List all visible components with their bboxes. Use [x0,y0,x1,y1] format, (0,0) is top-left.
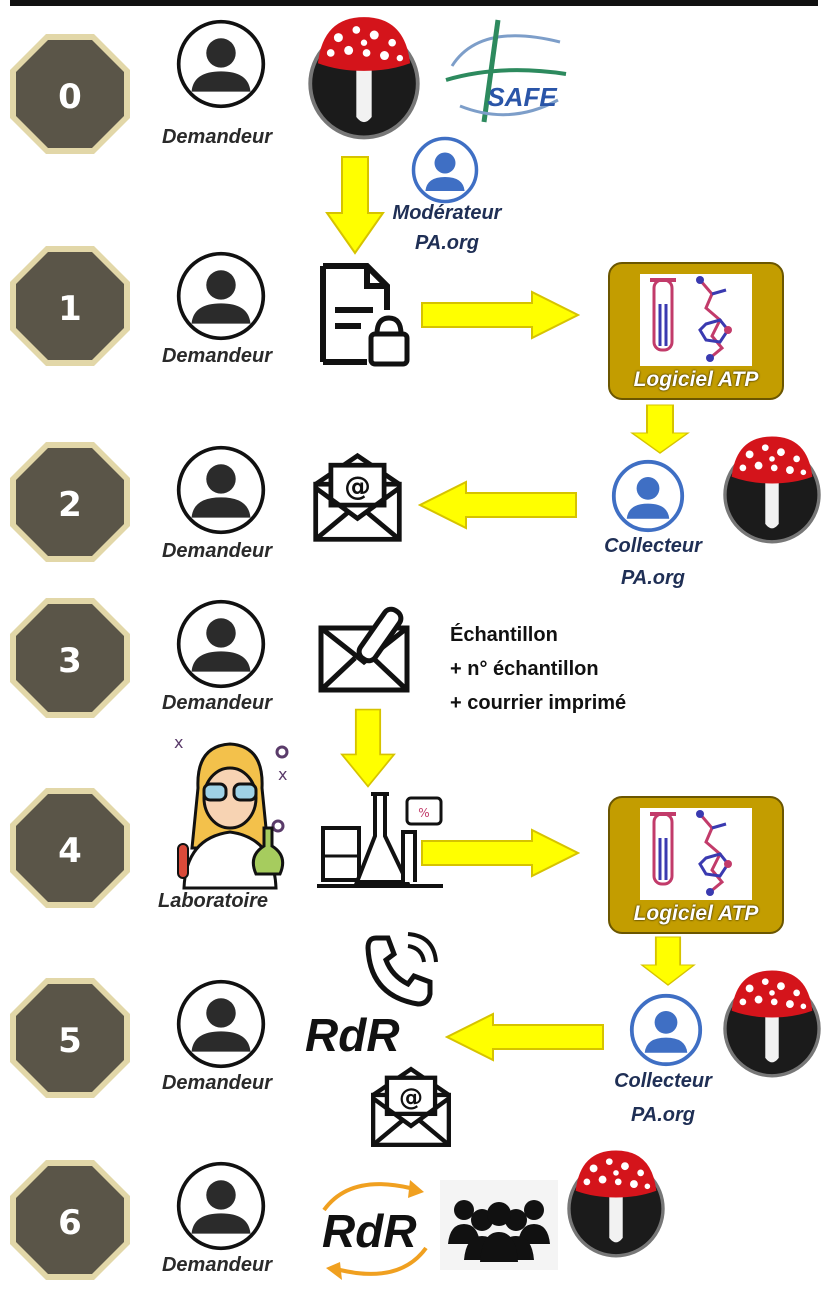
cycle-arrows-icon [322,1180,428,1280]
sample-note-line-3: + courrier imprimé [450,692,627,714]
step-3-badge: 3 [6,594,134,722]
software-box: Logiciel ATP [608,796,784,934]
moderator-user-icon [410,135,480,205]
moderator-label-2: PA.org [414,232,480,254]
scientist-icon: x x [174,733,289,890]
sample-note-line-2: + n° échantillon [450,658,599,680]
step-0-badge: 0 [6,30,134,158]
collector-label-2: PA.org [620,567,686,589]
actor-label: Laboratoire [157,890,269,912]
software-box: Logiciel ATP [608,262,784,400]
sample-envelope-icon [318,606,410,693]
mushroom-icon [716,966,828,1078]
step-6-badge: 6 [6,1156,134,1284]
step-2-badge: 2 [6,438,134,566]
user-icon [175,444,267,536]
email-icon [310,450,405,545]
step-number: 6 [58,1203,82,1243]
svg-text:x: x [174,733,183,752]
user-icon [175,598,267,690]
arrow-down [340,708,396,788]
top-border [10,0,818,6]
step-number: 4 [58,831,82,871]
software-label: Logiciel ATP [633,368,759,391]
mushroom-icon [560,1146,672,1258]
group-icon [440,1180,558,1270]
step-1-badge: 1 [6,242,134,370]
lab-glassware-icon: % [317,792,443,888]
software-icon [640,808,752,900]
mushroom-icon [716,432,828,544]
email-icon [368,1064,454,1150]
arrow-right [420,828,580,878]
safe-logo-text: SAFE [487,82,557,112]
step-number: 3 [58,641,82,681]
arrow-down [630,404,690,454]
svg-text:x: x [278,765,287,784]
step-4-badge: 4 [6,784,134,912]
software-icon [640,274,752,366]
svg-text:%: % [418,806,429,820]
user-icon [175,250,267,342]
user-icon [175,1160,267,1252]
step-5-badge: 5 [6,974,134,1102]
step-number: 5 [58,1021,82,1061]
user-icon [175,18,267,110]
arrow-down [640,936,696,986]
collector-user-icon [610,458,686,534]
collector-user-icon [628,992,704,1068]
step-number: 0 [58,77,82,117]
phone-icon [365,932,438,1007]
sample-note-line-1: Échantillon [450,624,558,646]
arrow-left [445,1012,605,1062]
actor-label: Demandeur [161,1254,273,1276]
collector-label-2: PA.org [630,1104,696,1126]
rdr-label: RdR [322,1205,417,1257]
user-icon [175,978,267,1070]
actor-label: Demandeur [161,540,273,562]
safe-logo: SAFE [445,19,567,123]
actor-label: Demandeur [161,126,273,148]
actor-label: Demandeur [161,345,273,367]
mushroom-icon [300,12,428,140]
collector-label-1: Collecteur [614,1070,712,1092]
rdr-label: RdR [305,1009,400,1061]
step-number: 2 [58,485,82,525]
arrow-right [420,290,580,340]
software-label: Logiciel ATP [633,902,759,925]
arrow-left [418,480,578,530]
actor-label: Demandeur [161,692,273,714]
moderator-label-1: Modérateur [392,202,502,224]
actor-label: Demandeur [161,1072,273,1094]
step-number: 1 [58,289,82,329]
collector-label-1: Collecteur [604,535,702,557]
document-lock-icon [320,263,410,367]
